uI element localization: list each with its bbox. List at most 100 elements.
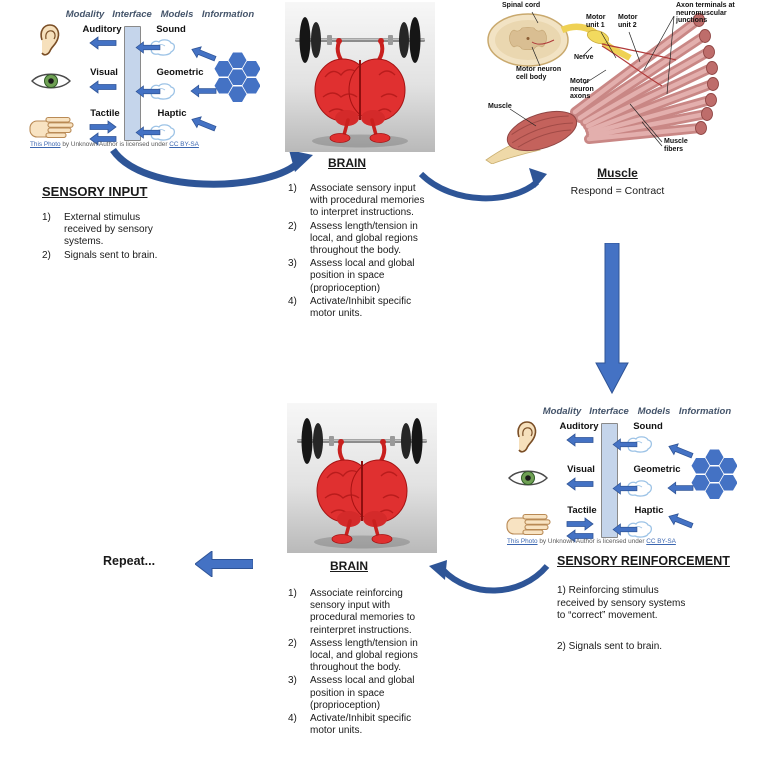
arrow-information-to-haptic-icon	[191, 116, 217, 132]
muscle-anatomy-figure: Spinal cord Motor unit 1 Motor unit 2 Ax…	[480, 0, 767, 164]
arrow-geometric-to-interface-icon	[135, 85, 161, 98]
arrow-information-to-geometric-icon	[667, 481, 694, 495]
arrow-haptic-to-interface-icon	[135, 126, 161, 139]
list-item: 2) Signals sent to brain.	[42, 250, 192, 262]
sound-model-sketch-icon	[627, 436, 653, 453]
item-text: Assess length/tension in local, and glob…	[310, 637, 418, 674]
attribution-caption: This Photo by Unknown Author is licensed…	[30, 141, 199, 148]
arrow-haptic-to-interface-icon	[612, 523, 638, 536]
interface-bar	[124, 26, 141, 141]
column-header-models: Models	[637, 406, 671, 417]
list-item: 3) Assess local and global position in sp…	[288, 675, 433, 712]
item-number: 1)	[42, 212, 51, 223]
brain-top-label: BRAIN	[328, 156, 366, 170]
label-muscle: Muscle	[488, 103, 512, 110]
label-motor-unit-2: Motor unit 2	[618, 14, 638, 29]
caption-text: by Unknown Author is licensed under	[537, 538, 647, 545]
this-photo-link[interactable]: This Photo	[507, 538, 538, 545]
arrow-interface-to-auditory-icon	[89, 36, 117, 50]
item-text: External stimulus received by sensory sy…	[64, 212, 153, 248]
haptic-model-sketch-icon	[627, 521, 653, 538]
repeat-label: Repeat...	[103, 554, 156, 568]
model-label-sound: Sound	[156, 24, 186, 35]
sensory-reinforcement-heading: SENSORY REINFORCEMENT	[557, 554, 730, 568]
sensory-input-list: 1) External stimulus received by sensory …	[42, 212, 192, 262]
arrow-repeat-icon	[195, 551, 253, 577]
label-muscle-fibers: Muscle fibers	[664, 138, 688, 153]
muscle-heading: Muscle	[597, 166, 638, 180]
arrow-tactile-to-interface-icon	[89, 120, 117, 134]
arrow-interface-to-visual-icon	[566, 477, 594, 491]
this-photo-link[interactable]: This Photo	[30, 141, 61, 148]
list-item: 2)Assess length/tension in local, and gl…	[288, 638, 433, 675]
arrow-information-to-sound-icon	[668, 443, 694, 459]
item-number: 2)	[42, 249, 51, 261]
license-link[interactable]: CC BY-SA	[169, 141, 199, 148]
brain-top-list: 1)Associate sensory input with procedura…	[288, 183, 433, 320]
eye-icon	[31, 73, 71, 89]
item-text: Signals sent to brain.	[64, 249, 158, 261]
modality-label-visual: Visual	[90, 67, 118, 78]
modality-label-tactile: Tactile	[90, 108, 120, 119]
model-label-geometric: Geometric	[156, 67, 204, 78]
arrow-information-to-haptic-icon	[668, 513, 694, 529]
label-axon-terminals: Axon terminals at neuromuscular junction…	[676, 2, 735, 25]
brain-bottom-list: 1)Associate reinforcing sensory input wi…	[288, 588, 433, 737]
item-number: 1)	[288, 183, 297, 194]
list-item: 1)Associate sensory input with procedura…	[288, 183, 433, 220]
geometric-model-sketch-icon	[627, 480, 653, 497]
item-text: Assess local and global position in spac…	[310, 258, 415, 294]
haptic-model-sketch-icon	[150, 124, 176, 141]
modality-interface-panel-bottom: Modality Interface Models Information Au…	[505, 401, 737, 553]
list-item: 4)Activate/Inhibit specific motor units.	[288, 296, 433, 320]
column-header-interface: Interface	[589, 406, 629, 417]
item-text: Activate/Inhibit specific motor units.	[310, 712, 412, 737]
column-header-information: Information	[201, 9, 255, 20]
ear-icon	[40, 24, 60, 56]
item-number: 3)	[288, 258, 297, 270]
column-header-interface: Interface	[112, 9, 152, 20]
column-header-modality: Modality	[65, 9, 105, 20]
brain-lifting-barbell-image	[287, 403, 437, 553]
brain-figure-bottom	[287, 403, 437, 553]
arrow-information-to-sound-icon	[191, 46, 217, 62]
curved-arrow-input-to-brain-icon	[110, 147, 313, 188]
column-header-information: Information	[678, 406, 732, 417]
license-link[interactable]: CC BY-SA	[646, 538, 676, 545]
ear-icon	[517, 421, 537, 453]
modality-interface-panel-top: Modality Interface Models Information Au…	[28, 4, 260, 156]
brain-bottom-label: BRAIN	[330, 559, 368, 573]
modality-label-tactile: Tactile	[567, 505, 597, 516]
hand-icon	[29, 116, 74, 139]
item-text: Assess local and global position in spac…	[310, 675, 415, 711]
list-item: 3) Assess local and global position in sp…	[288, 258, 433, 295]
caption-text: by Unknown Author is licensed under	[60, 141, 170, 148]
arrow-tactile-to-interface-icon	[566, 517, 594, 531]
label-motor-neuron-axons: Motor neuron axons	[570, 78, 594, 101]
arrow-information-to-geometric-icon	[190, 84, 217, 98]
curved-arrow-brain-to-muscle-icon	[418, 168, 547, 202]
arrow-sound-to-interface-icon	[612, 438, 638, 451]
label-motor-unit-1: Motor unit 1	[586, 14, 606, 29]
arrow-interface-to-auditory-icon	[566, 433, 594, 447]
label-motor-neuron-cell-body: Motor neuron cell body	[516, 66, 562, 81]
curved-arrow-reinforcement-to-brain-icon	[429, 560, 550, 594]
sensory-input-heading: SENSORY INPUT	[42, 184, 148, 199]
item-number: 3)	[288, 675, 297, 687]
item-number: 4)	[288, 712, 297, 724]
modality-label-auditory: Auditory	[82, 24, 122, 35]
label-spinal-cord: Spinal cord	[502, 2, 541, 9]
model-label-geometric: Geometric	[633, 464, 681, 475]
muscle-subtitle: Respond = Contract	[570, 185, 665, 197]
brain-lifting-barbell-image	[285, 2, 435, 152]
list-item: 1)Associate reinforcing sensory input wi…	[288, 588, 433, 637]
modality-label-auditory: Auditory	[559, 421, 599, 432]
hexagon-cluster-icon	[214, 52, 260, 102]
reinforcement-paragraph-2: 2) Signals sent to brain.	[557, 641, 663, 652]
list-item: 1) External stimulus received by sensory …	[42, 212, 192, 249]
hand-icon	[506, 513, 551, 536]
column-header-modality: Modality	[542, 406, 582, 417]
column-header-models: Models	[160, 9, 194, 20]
arrow-sound-to-interface-icon	[135, 41, 161, 54]
